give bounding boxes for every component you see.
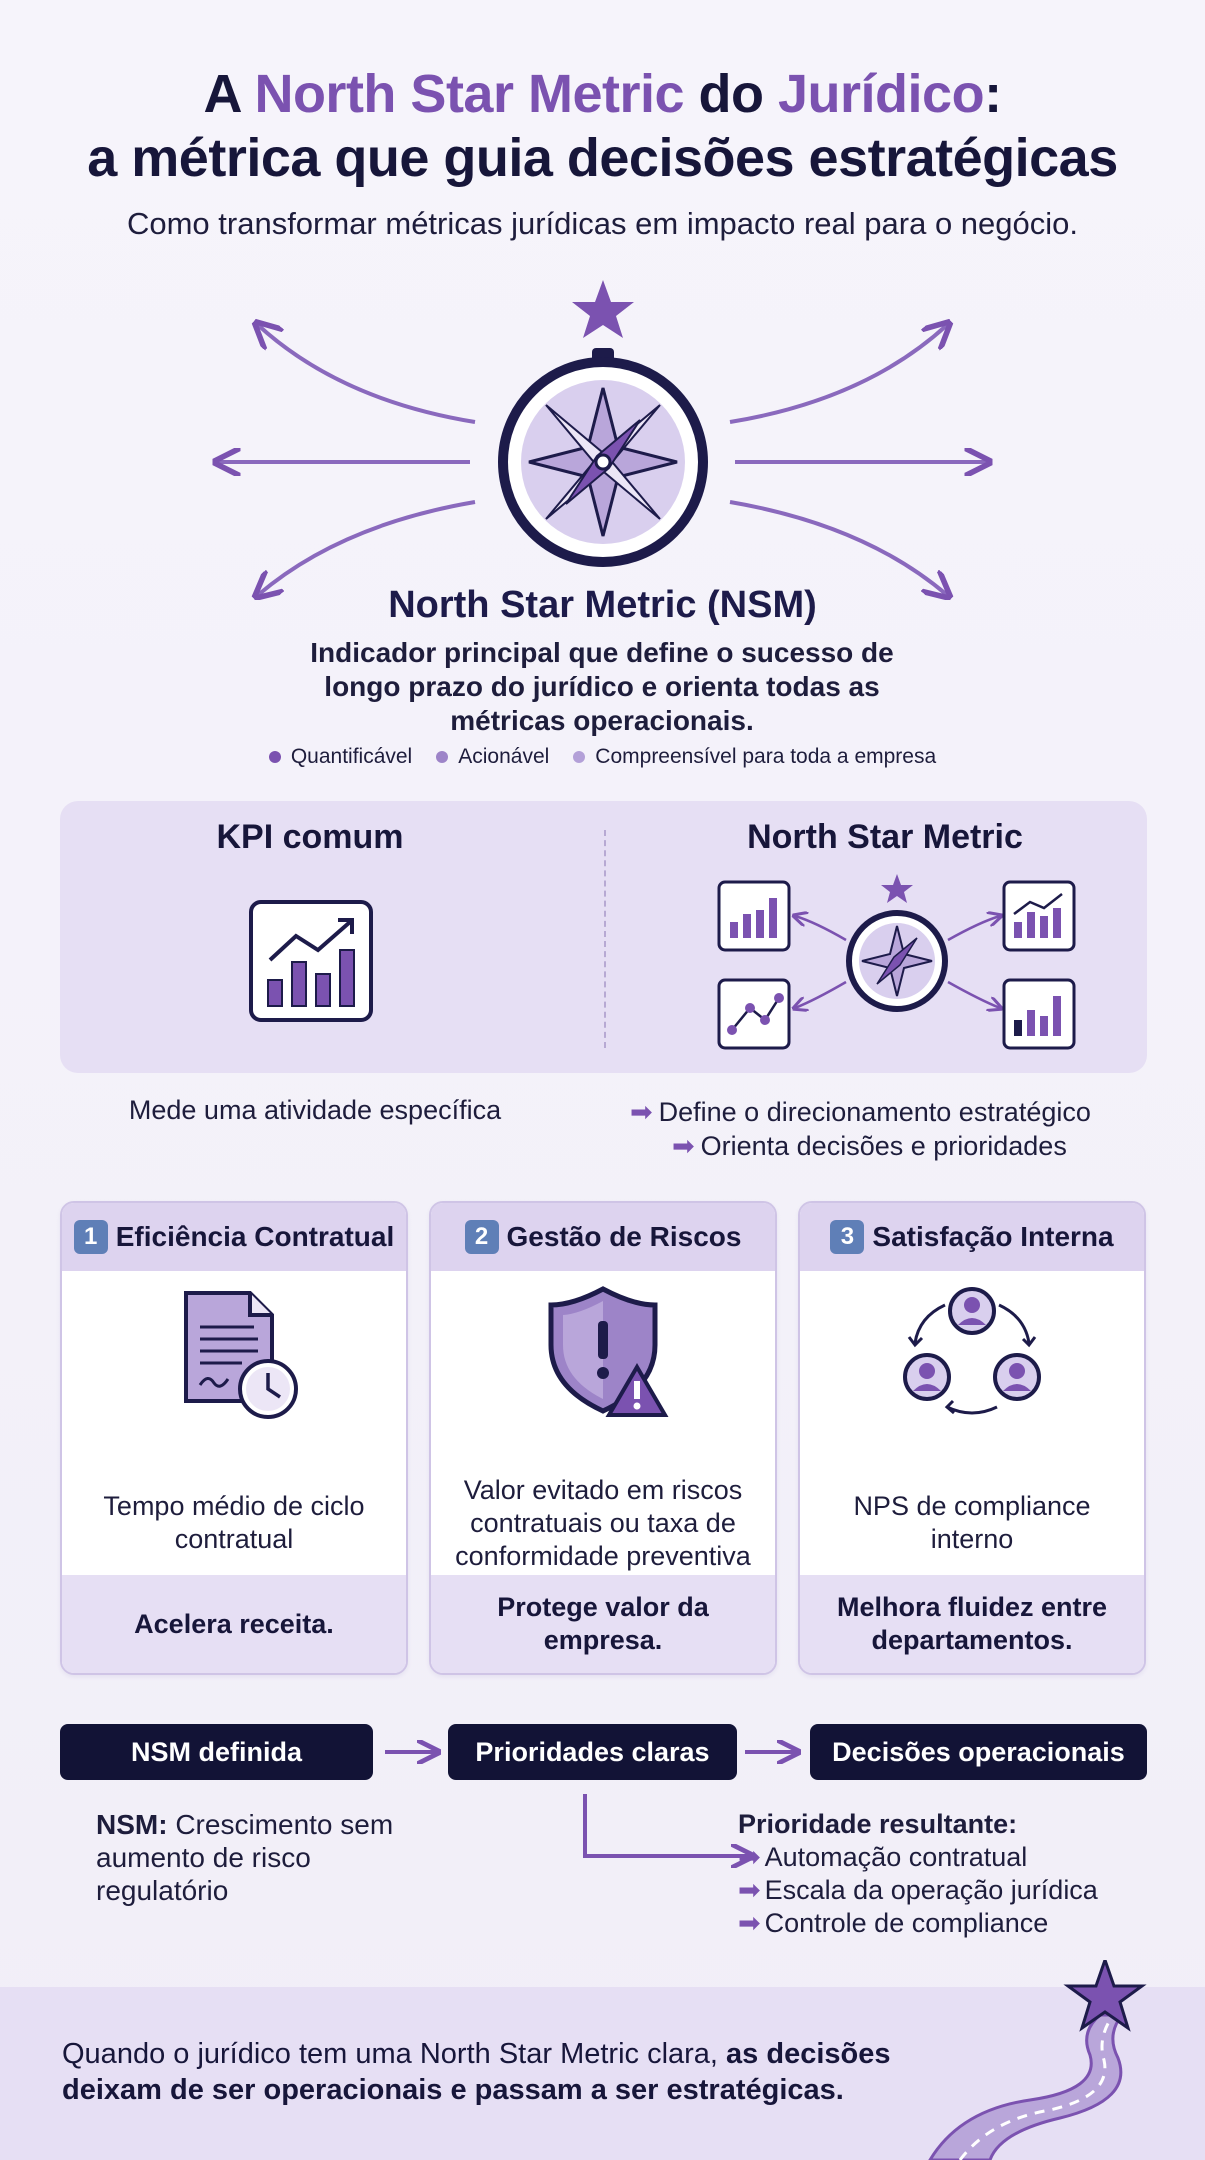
card-metric: Tempo médio de ciclo contratual <box>103 1491 365 1554</box>
arrow-right-icon: ➡ <box>738 1908 761 1938</box>
nsm-example: NSM: Crescimento sem aumento de risco re… <box>96 1808 396 1907</box>
effect-item: ➡Define o direcionamento estratégico <box>630 1097 1091 1127</box>
page-subtitle: Como transformar métricas jurídicas em i… <box>126 206 1079 241</box>
card-eficiencia-contratual: 1 Eficiência Contratual Tempo médio de c… <box>60 1201 408 1675</box>
title-highlight-nsm: North Star Metric <box>254 64 685 124</box>
compass-icon <box>498 357 708 567</box>
nsm-value: Crescimento sem aumento de risco regulat… <box>96 1809 394 1906</box>
card-title: Satisfação Interna <box>872 1221 1114 1252</box>
title-line2: a métrica que guia decisões estratégicas <box>87 128 1118 188</box>
card-gestao-de-riscos: 2 Gestão de Riscos Valor evitado em risc… <box>429 1201 777 1675</box>
comparison-panel <box>60 801 1147 1073</box>
card-satisfacao-interna: 3 Satisfação Interna NPS de compliance i… <box>798 1201 1146 1675</box>
priority-item: ➡Controle de compliance <box>738 1908 1049 1938</box>
arrow-right-icon: ➡ <box>630 1097 653 1127</box>
card-impact: Protege valor da empresa. <box>431 1575 775 1673</box>
arrow-right-down <box>729 500 947 595</box>
flow-arrows <box>385 1700 1205 1880</box>
kpi-title: KPI comum <box>216 818 404 856</box>
card-impact: Acelera receita. <box>62 1575 406 1673</box>
card-header: 2 Gestão de Riscos <box>431 1203 775 1271</box>
bullet-item: Acionável <box>436 745 549 769</box>
bullet-item: Quantificável <box>268 745 412 769</box>
priority-item: ➡Escala da operação jurídica <box>738 1875 1098 1905</box>
arrow-right-icon: ➡ <box>738 1842 761 1872</box>
arrow-right-icon: ➡ <box>672 1131 695 1161</box>
footer-text: Quando o jurídico tem uma North Star Met… <box>62 2038 891 2106</box>
card-number: 1 <box>73 1220 108 1254</box>
comparison-graphics <box>249 874 1076 1050</box>
card-title: Eficiência Contratual <box>115 1221 395 1252</box>
card-number: 3 <box>830 1220 865 1254</box>
nsm-effects: ➡Define o direcionamento estratégico ➡Or… <box>630 1095 1150 1163</box>
arrow-down-right-icon <box>583 1794 750 1856</box>
panel-divider <box>604 830 606 1048</box>
document-clock-icon <box>184 1291 298 1419</box>
chart-icon <box>717 978 791 1050</box>
compass-icon <box>846 874 948 1012</box>
arrow-left-up <box>258 325 476 424</box>
bullet-item: Compreensível para toda a empresa <box>573 745 936 769</box>
flow-step-decisoes-operacionais: Decisões operacionais <box>810 1724 1147 1780</box>
nsm-title: North Star Metric (NSM) <box>388 584 817 626</box>
nsm-bullets: Quantificável Acionável Compreensível pa… <box>0 745 1205 769</box>
kpi-description: Mede uma atividade específica <box>128 1095 502 1125</box>
shield-warning-icon <box>548 1286 669 1417</box>
nsm-label: NSM: <box>96 1809 168 1840</box>
star-icon <box>572 280 634 338</box>
card-metric: Valor evitado em riscos contratuais ou t… <box>455 1474 751 1571</box>
nsm-panel-title: North Star Metric <box>747 818 1023 856</box>
people-cycle-icon <box>903 1287 1041 1415</box>
priority-title: Prioridade resultante: <box>738 1809 1018 1839</box>
card-impact: Melhora fluidez entre departamentos. <box>800 1575 1144 1673</box>
chart-icon <box>1002 978 1076 1050</box>
chart-icon <box>717 880 791 952</box>
card-title: Gestão de Riscos <box>506 1221 742 1252</box>
chart-icon <box>249 900 373 1022</box>
arrow-right-up <box>729 325 947 424</box>
card-header: 1 Eficiência Contratual <box>62 1203 406 1271</box>
nsm-description: Indicador principal que define o sucesso… <box>310 637 894 736</box>
page-title: A North Star Metric do Jurídico: a métri… <box>0 62 1205 190</box>
title-highlight-juridico: Jurídico <box>778 64 985 124</box>
hero-compass-graphic <box>0 280 1205 600</box>
flow-step-prioridades-claras: Prioridades claras <box>448 1724 737 1780</box>
priority-item: ➡Automação contratual <box>738 1842 1028 1872</box>
card-header: 3 Satisfação Interna <box>800 1203 1144 1271</box>
arrow-right-icon: ➡ <box>738 1875 761 1905</box>
arrow-left-down <box>258 500 476 595</box>
footer-emphasis: as decisões deixam de ser operacionais e… <box>62 2038 891 2106</box>
card-number: 2 <box>464 1220 499 1254</box>
flow-step-nsm-definida: NSM definida <box>60 1724 373 1780</box>
effect-item: ➡Orienta decisões e prioridades <box>672 1131 1067 1161</box>
road-star-icon <box>928 1960 1147 2160</box>
priority-list: Prioridade resultante: ➡Automação contra… <box>738 1808 1178 1940</box>
chart-icon <box>1002 880 1076 952</box>
card-metric: NPS de compliance interno <box>853 1491 1091 1554</box>
